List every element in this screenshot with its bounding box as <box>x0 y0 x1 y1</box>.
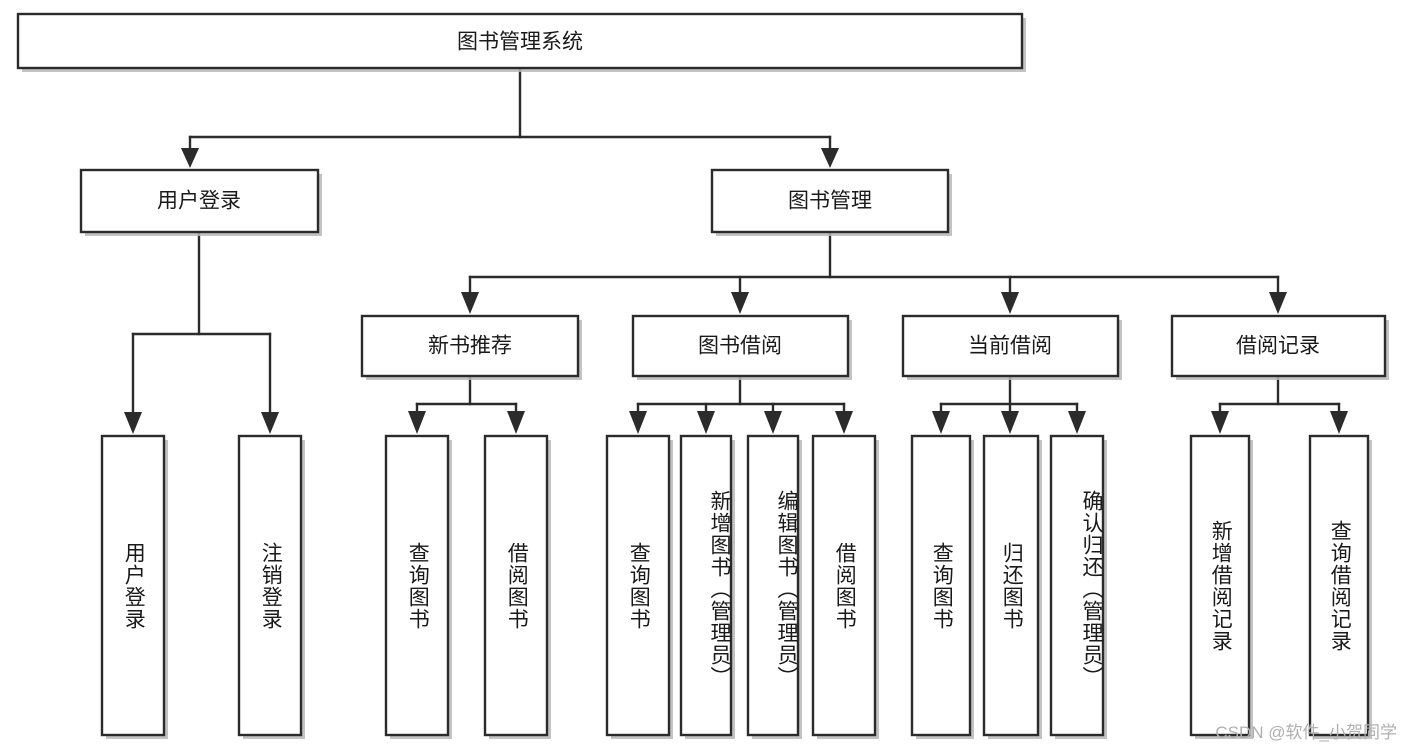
arrow-head-leaf-add-borrow-record <box>1211 411 1229 434</box>
connector-book-borrow-to-leaves <box>629 374 853 434</box>
arrow-head-leaf-borrow-book-recommend <box>507 411 525 434</box>
node-root-rect[interactable] <box>16 12 1024 70</box>
arrow-head-leaf-query-book-borrow <box>629 411 647 434</box>
arrow-head-leaf-edit-book-admin <box>764 411 782 434</box>
node-book-borrow-rect[interactable] <box>631 314 850 378</box>
node-user-login[interactable]: 用户登录 <box>79 168 322 236</box>
arrow-head-leaf-user-login <box>124 412 142 434</box>
node-borrow-record-label: 借阅记录 <box>1236 335 1320 358</box>
arrow-head-leaf-confirm-return-admin <box>1068 411 1086 434</box>
connector-new-book-recommend-to-leaves <box>408 374 525 434</box>
node-leaf-user-login-rect[interactable] <box>100 434 166 737</box>
node-book-borrow[interactable]: 图书借阅 <box>631 314 852 380</box>
node-borrow-record-rect[interactable] <box>1170 314 1387 378</box>
connector-user-login-to-leaves <box>124 230 279 434</box>
node-leaf-borrow-book-rect[interactable] <box>811 434 877 737</box>
arrow-head-leaf-borrow-book <box>835 411 853 434</box>
node-book-borrow-label: 图书借阅 <box>698 335 782 358</box>
arrow-head-current-borrow <box>1001 292 1019 314</box>
arrow-head-borrow-record <box>1269 292 1287 314</box>
csdn-watermark: CSDN @软件_小贺同学 <box>1215 723 1397 742</box>
arrow-head-leaf-query-book-current <box>932 411 950 434</box>
node-new-book-recommend[interactable]: 新书推荐 <box>360 314 582 380</box>
node-borrow-record[interactable]: 借阅记录 <box>1170 314 1389 380</box>
leaf-rects <box>100 434 1372 739</box>
arrow-head-user-login <box>181 148 199 168</box>
arrow-head-leaf-add-book-admin <box>697 411 715 434</box>
node-leaf-confirm-return-admin-rect[interactable] <box>1049 434 1105 737</box>
arrow-head-leaf-query-book-recommend <box>408 411 426 434</box>
node-leaf-edit-book-admin-rect[interactable] <box>746 434 800 737</box>
arrow-head-book-management <box>821 148 839 168</box>
arrow-head-leaf-return-book <box>1001 411 1019 434</box>
node-root-label: 图书管理系统 <box>457 31 583 54</box>
node-current-borrow[interactable]: 当前借阅 <box>901 314 1122 380</box>
node-leaf-query-borrow-record-rect[interactable] <box>1308 434 1370 737</box>
arrow-head-new-book-recommend <box>461 292 479 314</box>
node-current-borrow-rect[interactable] <box>901 314 1120 378</box>
node-root[interactable]: 图书管理系统 <box>16 12 1026 72</box>
node-leaf-return-book-rect[interactable] <box>982 434 1040 737</box>
arrow-head-leaf-user-logout <box>261 412 279 434</box>
node-user-login-label: 用户登录 <box>157 190 241 213</box>
node-leaf-borrow-book-recommend-rect[interactable] <box>483 434 549 737</box>
connector-book-management-to-level3 <box>461 230 1287 314</box>
node-new-book-recommend-rect[interactable] <box>360 314 580 378</box>
arrow-head-leaf-query-borrow-record <box>1330 411 1348 434</box>
connector-root-to-level2 <box>181 66 839 168</box>
node-leaf-query-book-recommend-rect[interactable] <box>384 434 450 737</box>
node-new-book-recommend-label: 新书推荐 <box>428 335 512 358</box>
node-current-borrow-label: 当前借阅 <box>968 335 1052 358</box>
node-book-management-rect[interactable] <box>710 168 950 234</box>
node-book-management-label: 图书管理 <box>788 190 872 213</box>
node-leaf-user-logout-rect[interactable] <box>237 434 303 737</box>
node-book-management[interactable]: 图书管理 <box>710 168 952 236</box>
connector-current-borrow-to-leaves <box>932 374 1086 434</box>
node-leaf-query-book-current-rect[interactable] <box>910 434 972 737</box>
arrow-head-book-borrow <box>731 292 749 314</box>
node-leaf-add-book-admin-rect[interactable] <box>679 434 733 737</box>
node-leaf-query-book-borrow-rect[interactable] <box>605 434 671 737</box>
node-user-login-rect[interactable] <box>79 168 320 234</box>
connector-borrow-record-to-leaves <box>1211 374 1348 434</box>
node-leaf-add-borrow-record-rect[interactable] <box>1189 434 1251 737</box>
